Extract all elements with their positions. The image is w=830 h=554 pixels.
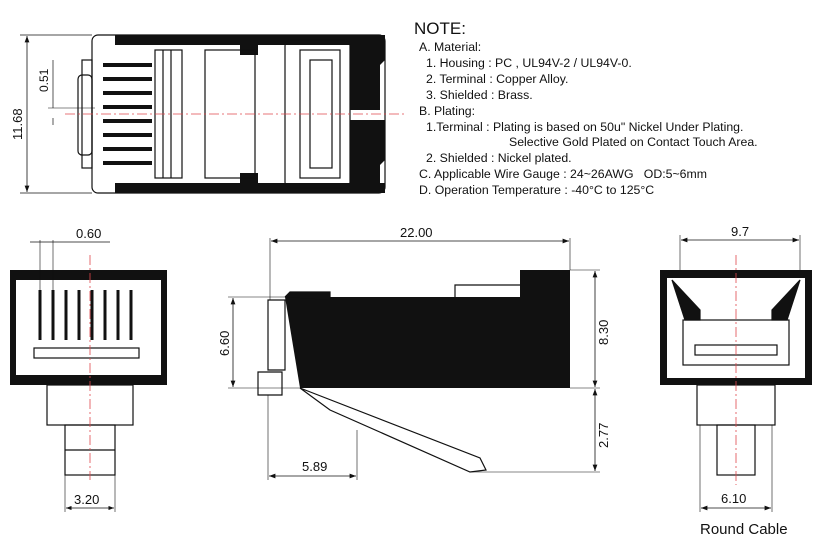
note-line: Selective Gold Plated on Contact Touch A… <box>509 135 758 150</box>
note-line: C. Applicable Wire Gauge : 24~26AWG OD:5… <box>419 167 707 182</box>
dim-front-cable: 3.20 <box>74 492 99 507</box>
note-line: 3. Shielded : Brass. <box>426 87 533 102</box>
dim-rear-width: 9.7 <box>731 224 749 239</box>
dim-rear-cable: 6.10 <box>721 491 746 506</box>
note-line: 2. Shielded : Nickel plated. <box>426 151 572 166</box>
dim-side-length: 22.00 <box>400 225 433 240</box>
notes-block: NOTE: A. Material: 1. Housing : PC , UL9… <box>414 18 758 199</box>
top-view <box>20 34 405 194</box>
note-line: 1. Housing : PC , UL94V-2 / UL94V-0. <box>426 55 632 70</box>
dim-side-total: 8.30 <box>596 320 611 345</box>
dim-top-height: 11.68 <box>10 108 25 140</box>
note-line: D. Operation Temperature : -40°C to 125°… <box>419 183 655 198</box>
dim-side-latch: 5.89 <box>302 459 327 474</box>
notes-title: NOTE: <box>414 19 466 38</box>
rear-view <box>660 235 812 512</box>
note-line: B. Plating: <box>419 103 476 118</box>
dim-pitch: 0.51 <box>37 68 51 92</box>
dim-side-drop: 2.77 <box>596 423 611 448</box>
dim-front-pin: 0.60 <box>76 226 101 241</box>
round-cable-caption: Round Cable <box>700 521 788 538</box>
note-line: 1.Terminal : Plating is based on 50u" Ni… <box>426 119 744 134</box>
note-line: 2. Terminal : Copper Alloy. <box>426 71 569 86</box>
front-view <box>10 240 167 512</box>
dim-side-height: 6.60 <box>217 331 232 356</box>
note-line: A. Material: <box>419 40 482 54</box>
side-view <box>228 238 600 480</box>
